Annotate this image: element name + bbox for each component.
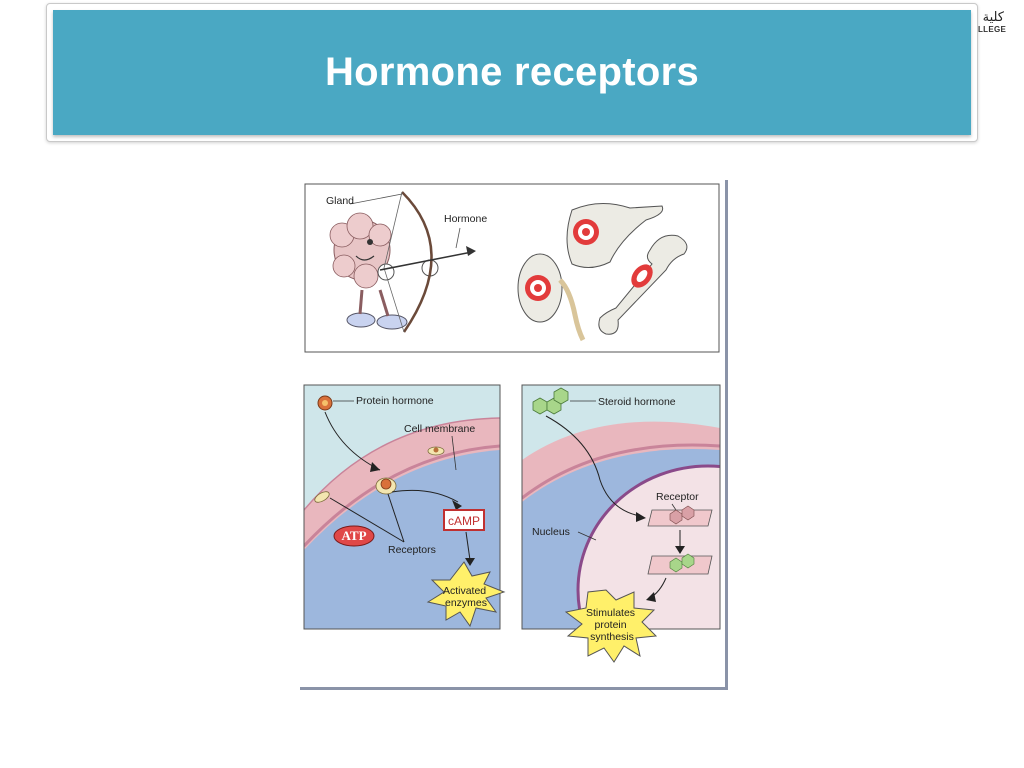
receptor-label: Receptor [656,491,699,503]
title-frame: Hormone receptors [46,3,978,142]
camp-label: cAMP [448,514,480,528]
title-bar: Hormone receptors [53,10,971,135]
top-panel: Gland Hormone [304,183,720,353]
bone-target-icon [598,234,688,335]
receptors-label: Receptors [388,544,436,556]
bow-and-arrow-icon [379,191,476,333]
slide-title: Hormone receptors [324,50,700,94]
activated-enzymes-label: Activated enzymes [443,585,489,609]
steroid-molecule-icon [532,387,569,415]
logo-arabic-text: كلية [982,10,1004,25]
nucleus-label: Nucleus [532,526,570,538]
hormone-label: Hormone [444,213,487,225]
kidney-target-icon [517,253,586,342]
protein-hormone-label: Protein hormone [356,395,434,407]
stimulates-protein-synthesis-label: Stimulates protein synthesis [586,607,638,643]
atp-label: ATP [341,528,366,543]
gland-label: Gland [326,195,354,207]
cell-membrane-label: Cell membrane [404,423,475,435]
steroid-hormone-panel: Steroid hormone Receptor Nucleus Stimula… [521,384,721,663]
hormone-receptor-figure: Gland Hormone [300,180,728,690]
protein-hormone-panel: Protein hormone Cell membrane ATP cAMP R… [303,384,506,630]
liver-target-icon [566,203,664,268]
gland-character-icon [329,212,439,330]
logo-latin-text: LLEGE [978,25,1007,34]
steroid-hormone-label: Steroid hormone [598,396,676,408]
college-logo: كلية LLEGE [978,10,1024,38]
figure-svg: Gland Hormone [303,183,721,663]
